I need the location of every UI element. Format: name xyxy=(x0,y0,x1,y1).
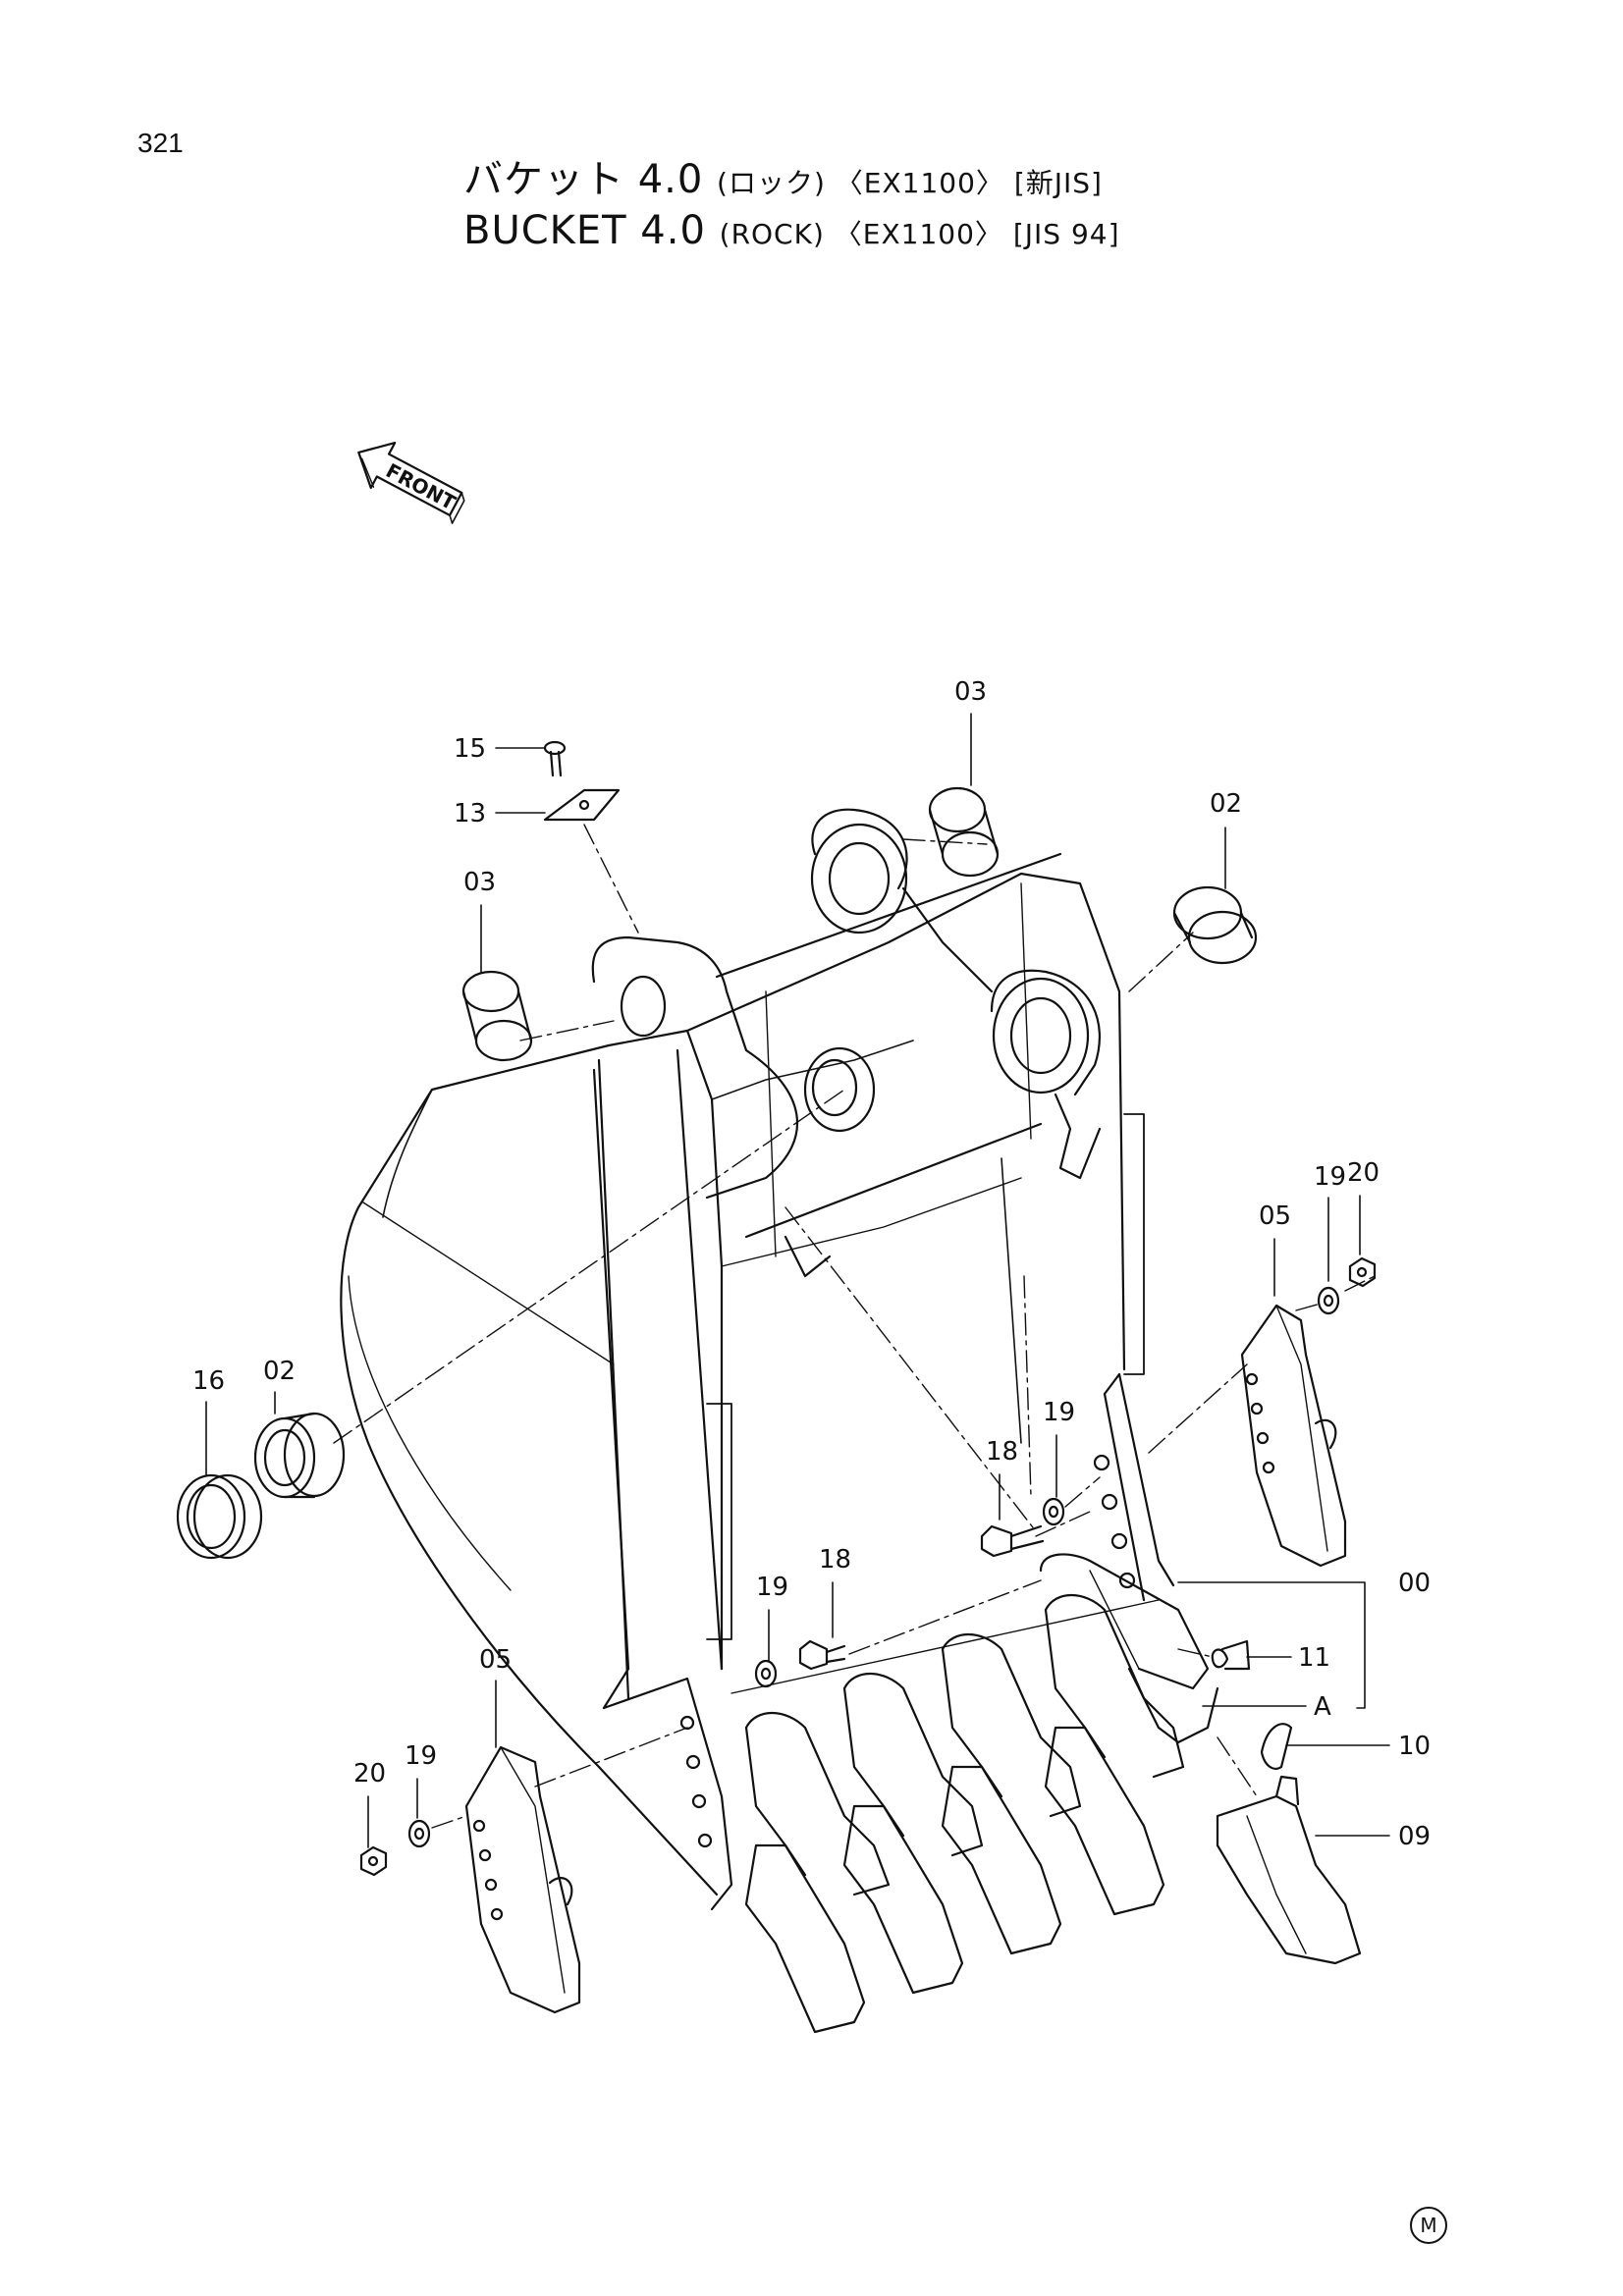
assembly-centerlines xyxy=(333,824,1376,1829)
title-en-paren: (ROCK) 〈EX1100〉 [JIS 94] xyxy=(719,218,1120,250)
title-jp-main: バケット 4.0 xyxy=(463,157,704,202)
part-label-19-lower: 19 xyxy=(756,1573,789,1602)
part-label-11: 11 xyxy=(1298,1643,1331,1673)
leader-lines xyxy=(205,713,1390,1848)
side-cutter-left xyxy=(464,1745,581,2014)
part-label-02-left: 02 xyxy=(263,1357,297,1386)
part-label-A: A xyxy=(1314,1692,1331,1722)
bucket-body xyxy=(340,808,1175,1911)
part-label-03-left: 03 xyxy=(463,868,497,897)
title-en-main: BUCKET 4.0 xyxy=(463,208,706,253)
washer-19-c xyxy=(407,1819,431,1848)
part-label-13: 13 xyxy=(454,799,487,828)
part-label-15: 15 xyxy=(454,734,487,764)
washer-19-d xyxy=(1317,1286,1340,1315)
bushing-02-left xyxy=(253,1412,346,1499)
bushing-03-top xyxy=(928,786,1000,878)
nut-20-right xyxy=(1348,1256,1377,1288)
washer-19-b xyxy=(754,1659,778,1688)
bucket-teeth xyxy=(744,1553,1219,2034)
part-label-19-mid: 19 xyxy=(1043,1398,1076,1427)
bushing-02-right xyxy=(1172,885,1258,965)
ring-16 xyxy=(176,1473,263,1560)
title-japanese: バケット 4.0 (ロック) 〈EX1100〉 [新JIS] xyxy=(463,147,1103,204)
nut-20-left xyxy=(359,1845,388,1877)
part-label-02-right: 02 xyxy=(1210,789,1243,819)
bolt-18-lower xyxy=(798,1639,846,1671)
part-label-18-lower: 18 xyxy=(819,1545,852,1575)
part-label-10: 10 xyxy=(1398,1732,1432,1761)
part-label-00: 00 xyxy=(1398,1569,1432,1598)
title-jp-paren: (ロック) 〈EX1100〉 [新JIS] xyxy=(717,167,1103,199)
bolt-11 xyxy=(1211,1639,1251,1671)
part-label-18-upper: 18 xyxy=(986,1437,1019,1467)
bushing-03-left xyxy=(461,970,533,1062)
part-label-20-right: 20 xyxy=(1347,1158,1380,1188)
side-cutter-right xyxy=(1240,1304,1347,1568)
title-english: BUCKET 4.0 (ROCK) 〈EX1100〉 [JIS 94] xyxy=(463,208,1120,253)
washer-19-a xyxy=(1042,1497,1065,1526)
bolt-18-upper xyxy=(980,1524,1045,1558)
part-label-05-right: 05 xyxy=(1259,1201,1292,1231)
part-label-16: 16 xyxy=(192,1366,226,1396)
page-number: 321 xyxy=(137,128,184,158)
part-label-20-left: 20 xyxy=(353,1759,387,1789)
part-label-03-top: 03 xyxy=(954,677,988,707)
pin-10 xyxy=(1260,1723,1293,1770)
part-label-19-right: 19 xyxy=(1314,1162,1347,1192)
plate-13 xyxy=(543,788,621,822)
screw-15 xyxy=(543,740,567,777)
part-label-19-left: 19 xyxy=(405,1741,438,1771)
part-label-05-left: 05 xyxy=(479,1645,513,1675)
part-label-09: 09 xyxy=(1398,1822,1432,1851)
tooth-09 xyxy=(1216,1775,1362,1965)
footer-mark: M xyxy=(1410,2207,1447,2244)
front-arrow-icon: FRONT xyxy=(357,441,465,524)
